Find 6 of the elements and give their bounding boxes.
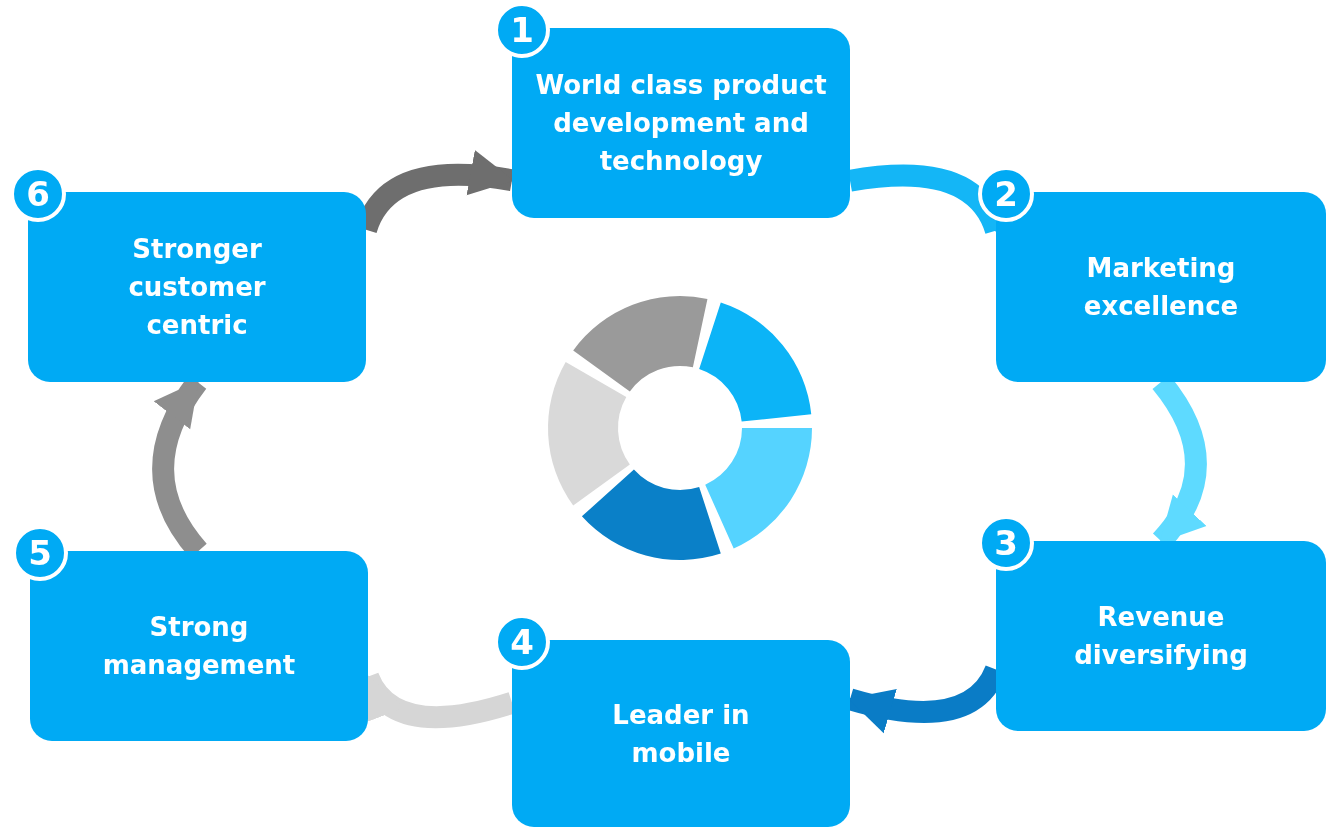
step-label: Strong management — [101, 611, 297, 682]
step-label: Marketing excellence — [1082, 252, 1240, 323]
step-label: World class product development and technology — [534, 69, 828, 178]
step-label: Stronger customer centric — [127, 233, 267, 342]
step-label: Leader in mobile — [611, 698, 751, 770]
step-label: Revenue diversifying — [1073, 601, 1249, 672]
